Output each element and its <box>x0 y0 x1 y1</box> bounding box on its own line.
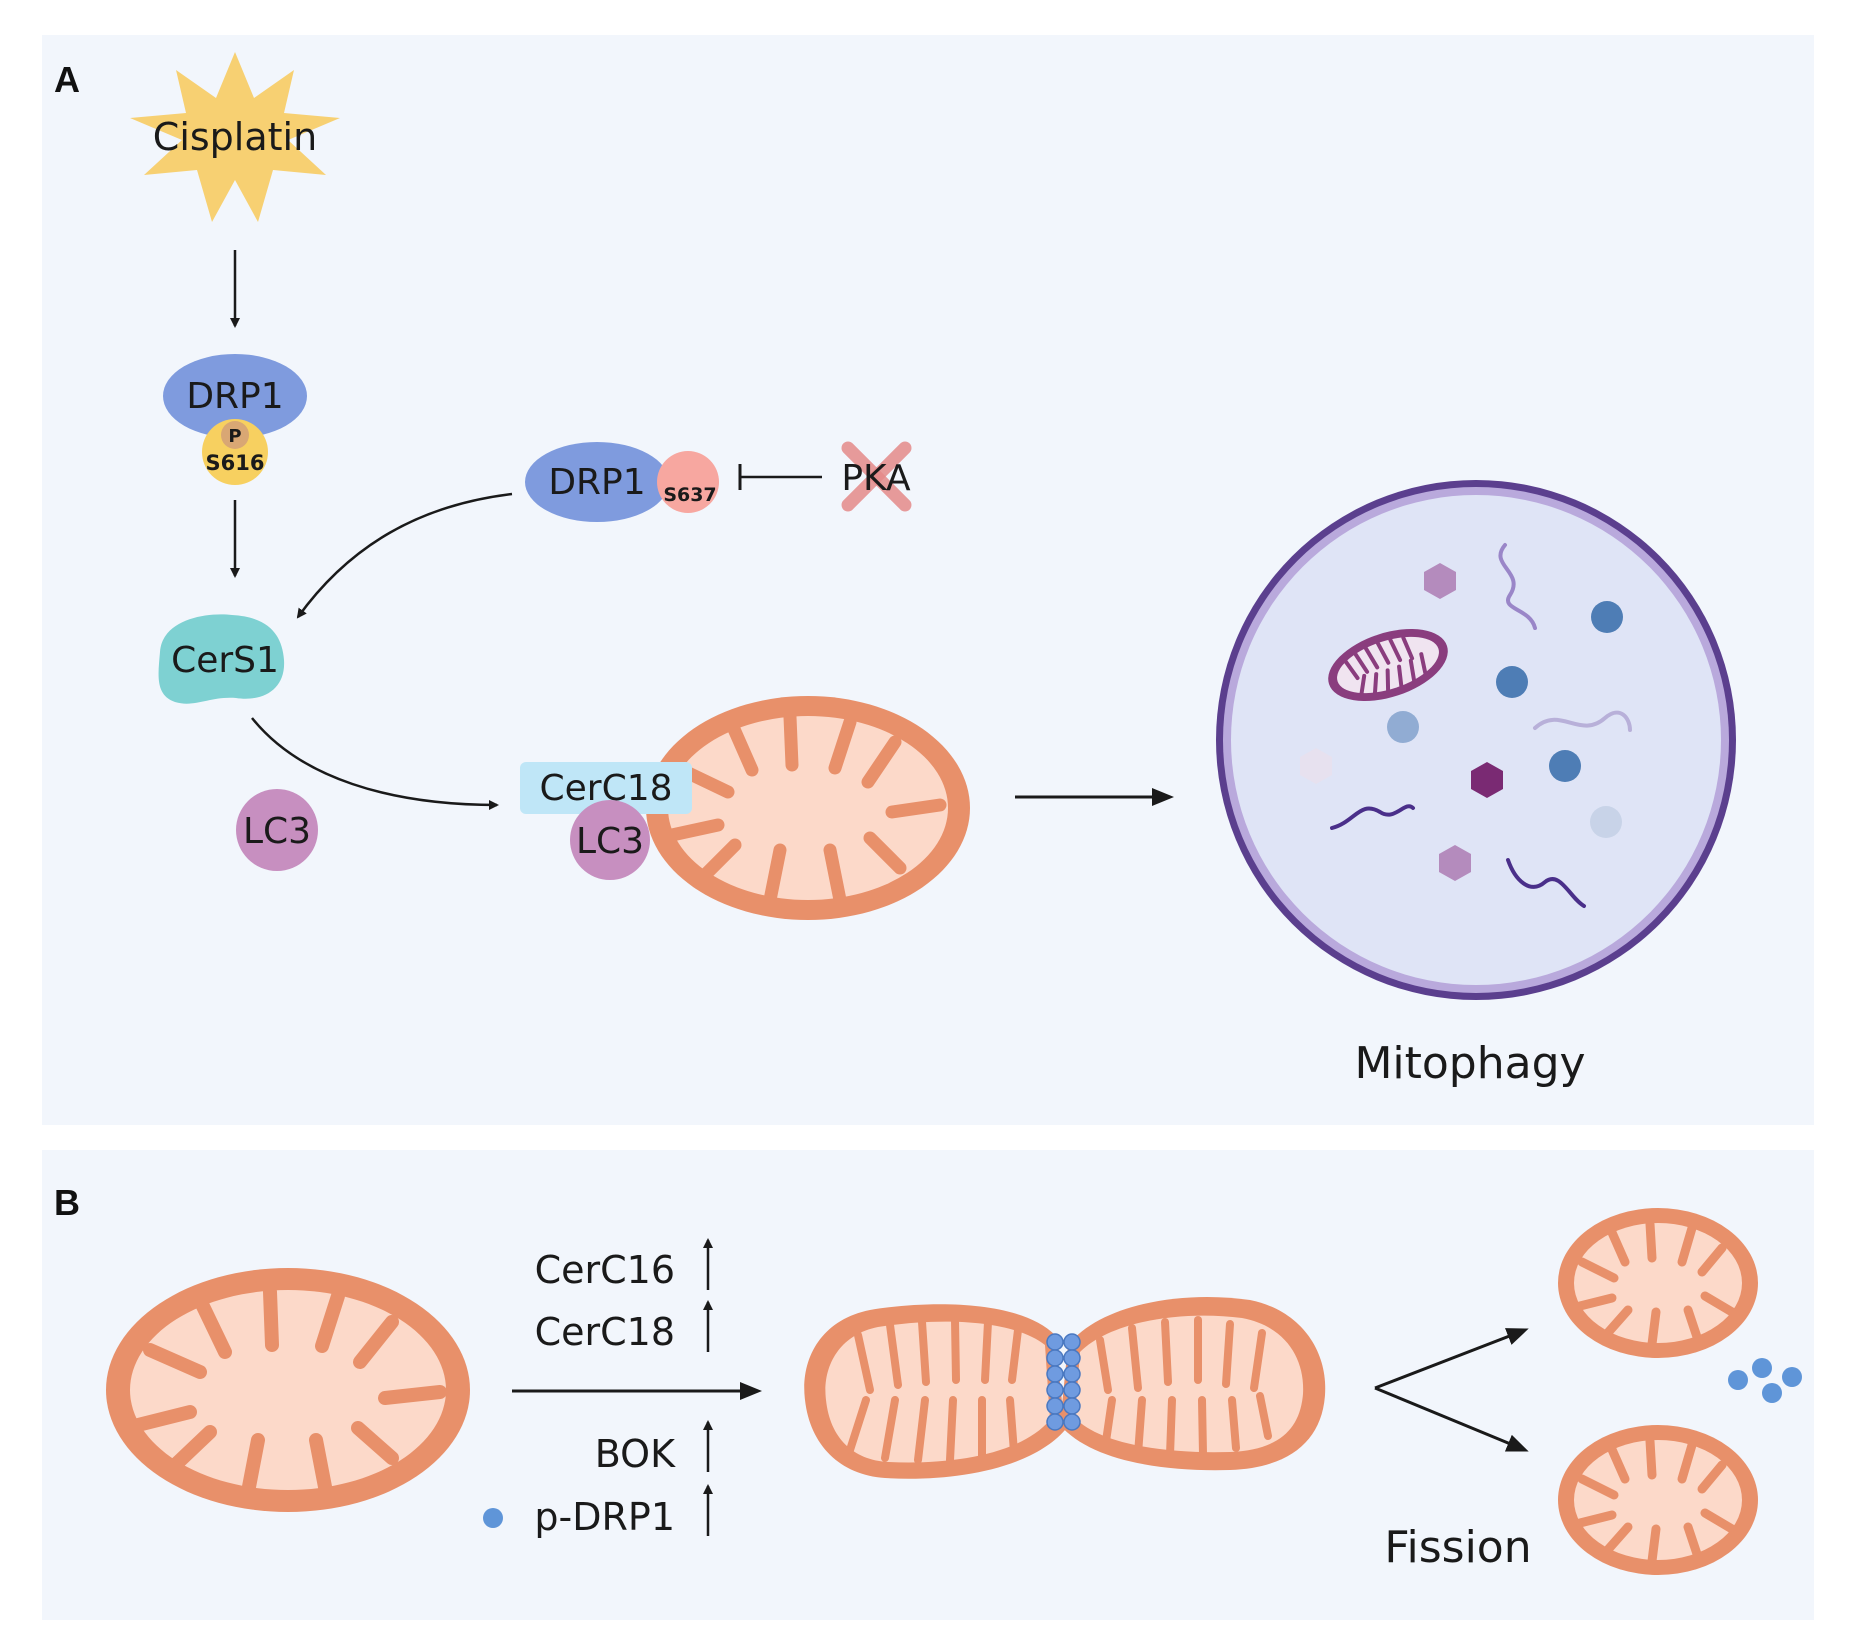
upregulation-list: CerC16 CerC18 BOK p-DRP1 <box>483 1238 713 1539</box>
arrow-fission-up <box>1374 1328 1529 1390</box>
arrow-cers1-to-cerc18 <box>251 717 499 810</box>
pka-cross-icon <box>841 441 912 512</box>
drp1-constriction-ring <box>1046 1333 1081 1431</box>
lysosome-inner <box>1231 495 1721 985</box>
pdrp1-dot-icon <box>483 1508 503 1528</box>
phospho-s616-circle <box>202 419 268 485</box>
daughter-mitochondrion-top <box>1558 1208 1758 1358</box>
cisplatin-starburst-icon <box>130 52 340 222</box>
lc3-free-label: LC3 <box>243 811 311 852</box>
panel-a-letter: A <box>54 59 80 100</box>
mitochondrion-large <box>646 696 970 920</box>
pka-label: PKA <box>841 458 911 499</box>
cers1-node: CerS1 <box>158 614 285 704</box>
drp1-mid-label: DRP1 <box>548 462 645 503</box>
dot-icon <box>1387 711 1419 743</box>
pdrp1-label: p-DRP1 <box>534 1495 675 1539</box>
lc3-bound-label: LC3 <box>576 821 644 862</box>
s616-label: S616 <box>206 451 265 475</box>
arrow-fission-down <box>1374 1386 1529 1452</box>
lysosome <box>1216 480 1736 1000</box>
s637-label: S637 <box>663 484 716 506</box>
phosphate-p-circle <box>221 421 249 449</box>
cisplatin-node: Cisplatin <box>130 52 340 222</box>
engulfed-mitochondrion-icon <box>1328 629 1448 701</box>
cisplatin-label: Cisplatin <box>153 115 317 159</box>
hexagon-icon <box>1439 845 1471 881</box>
mitochondrion-intact <box>106 1268 470 1512</box>
phosphate-p-label: P <box>228 426 241 447</box>
cerc16-label: CerC16 <box>535 1248 675 1292</box>
lc3-bound-shape <box>570 800 650 880</box>
drp1-top-label: DRP1 <box>186 376 283 417</box>
dot-icon <box>1590 806 1622 838</box>
squiggle-icon <box>1506 858 1586 908</box>
dot-icon <box>1549 750 1581 782</box>
cerc18-lc3-complex: CerC18 LC3 <box>520 762 692 880</box>
daughter-mitochondrion-bottom <box>1558 1425 1758 1575</box>
bok-label: BOK <box>595 1432 676 1476</box>
s637-circle <box>657 451 719 513</box>
arrow-drp1-s637-to-cers1 <box>296 492 513 619</box>
mitochondrion-constricted <box>804 1297 1326 1479</box>
pka-inhibition: PKA <box>738 441 912 512</box>
squiggle-icon <box>1498 543 1537 630</box>
constricted-left-inner <box>825 1321 1050 1463</box>
drp1-mid-shape <box>525 442 669 522</box>
cers1-shape <box>158 614 285 704</box>
cerc18-b-label: CerC18 <box>535 1310 675 1354</box>
hexagon-icon <box>1471 762 1503 798</box>
squiggle-icon <box>1533 710 1632 732</box>
panel-b-letter: B <box>54 1182 80 1223</box>
lc3-free-node: LC3 <box>236 789 318 871</box>
drp1-s637-node: DRP1 S637 <box>525 442 719 522</box>
squiggle-icon <box>1330 804 1415 830</box>
cerc18-box <box>520 762 692 814</box>
drp1-top-shape <box>163 354 307 438</box>
hexagon-icon <box>1300 748 1332 784</box>
drp1-phospho-s616-node: DRP1 P S616 <box>163 354 307 485</box>
cers1-label: CerS1 <box>171 640 279 681</box>
released-pdrp1-dots <box>1728 1358 1802 1403</box>
mitophagy-label: Mitophagy <box>1354 1038 1585 1089</box>
lc3-free-shape <box>236 789 318 871</box>
dot-icon <box>1591 601 1623 633</box>
dot-icon <box>1496 666 1528 698</box>
fission-label: Fission <box>1384 1522 1531 1573</box>
hexagon-icon <box>1424 563 1456 599</box>
